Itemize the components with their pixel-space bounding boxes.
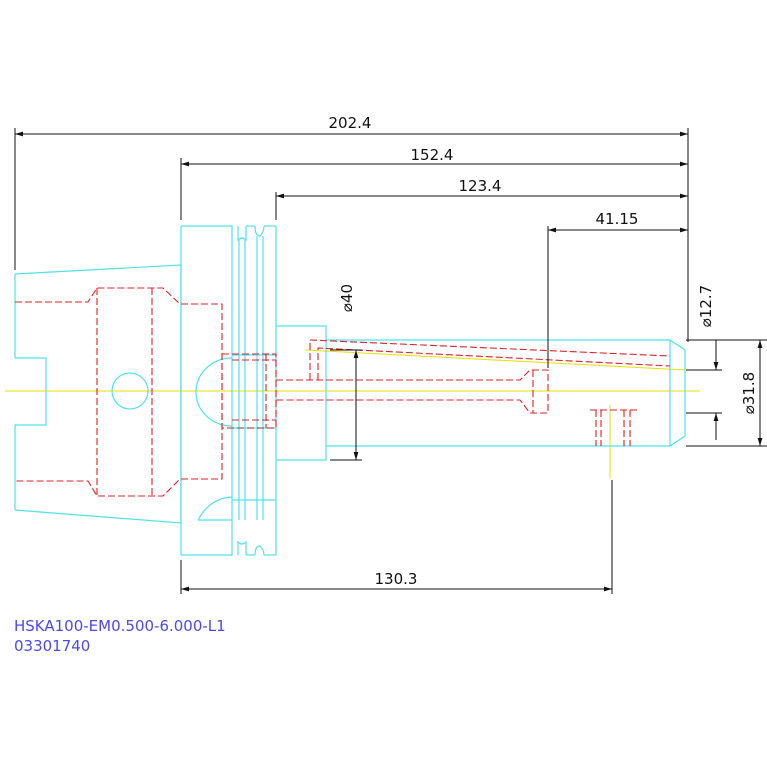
bore-centerline-upper	[304, 349, 686, 371]
dim-gauge-length: 130.3	[375, 570, 418, 588]
dimension-lines	[14, 128, 767, 594]
dim-length-41: 41.15	[596, 210, 639, 228]
holder-outline	[14, 225, 686, 556]
hidden-lines	[15, 287, 671, 497]
part-number-label: 03301740	[14, 637, 91, 655]
dim-overall-length: 202.4	[329, 114, 372, 132]
dim-length-123: 123.4	[459, 177, 502, 195]
dim-dia-31-8: ⌀31.8	[740, 372, 758, 414]
dim-dia-40: ⌀40	[338, 284, 356, 312]
drive-hole	[111, 372, 149, 410]
part-code-label: HSKA100-EM0.500-6.000-L1	[14, 617, 226, 635]
dim-dia-12-7: ⌀12.7	[697, 285, 715, 327]
dim-length-152: 152.4	[411, 146, 454, 164]
